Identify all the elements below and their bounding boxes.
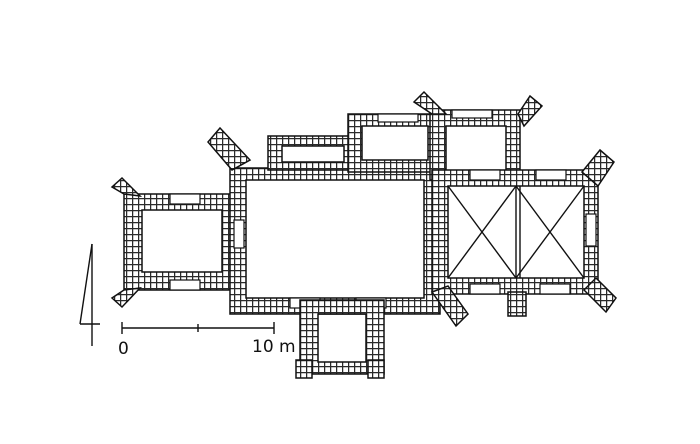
buttress-se-chancel [582, 276, 617, 314]
north-tower [412, 90, 544, 181]
scale-end-label: 10 m [252, 337, 296, 357]
buttress-ne-chancel [580, 148, 615, 188]
west-annex [110, 176, 241, 309]
chancel [430, 148, 617, 328]
buttress-sw-annex [110, 286, 142, 309]
north-vestry [347, 113, 441, 173]
buttress-ne-tower [517, 94, 544, 128]
scale-start-label: 0 [118, 339, 129, 359]
buttress-nw-tower [412, 90, 448, 115]
vault-ribs [447, 185, 585, 279]
north-arrow-icon [79, 243, 100, 346]
scale-bar: 0 10 m [118, 322, 296, 359]
buttress-nw-nave [207, 126, 252, 171]
buttress-sw-chancel [430, 285, 469, 328]
nave [207, 126, 441, 315]
buttress-nw-annex [110, 176, 143, 198]
north-chapel [267, 135, 357, 171]
south-porch [295, 299, 385, 379]
